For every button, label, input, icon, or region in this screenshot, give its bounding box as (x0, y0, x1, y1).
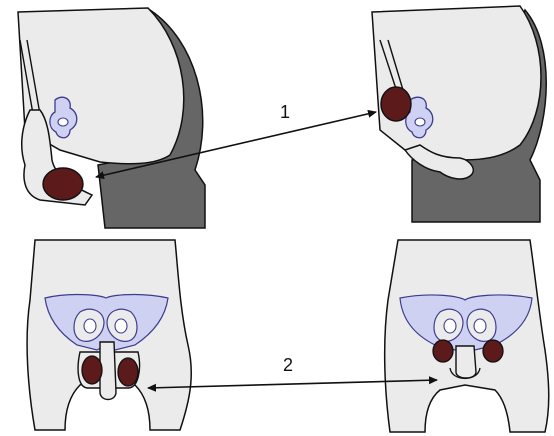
gonad-right-inguinal (483, 340, 503, 362)
penis (456, 346, 476, 378)
sagittal-view-right (372, 6, 546, 222)
frontal-view-left (27, 240, 191, 430)
pelvic-foramen (58, 118, 68, 126)
arrow-2-label: 2 (283, 355, 293, 375)
sagittal-view-left (18, 8, 205, 228)
gonad-descended (43, 168, 83, 200)
trunk-body (372, 6, 541, 160)
gonad-left-inguinal (433, 340, 453, 362)
obturator-left (84, 319, 96, 333)
obturator-right (115, 319, 127, 333)
obturator-left (444, 319, 456, 333)
gonad-right (118, 358, 138, 386)
arrow-1-label: 1 (280, 102, 290, 122)
frontal-view-right (385, 240, 549, 432)
gonad-left (82, 356, 102, 384)
pelvic-foramen (415, 118, 425, 126)
gonad-undescended (381, 87, 411, 121)
obturator-right (474, 319, 486, 333)
